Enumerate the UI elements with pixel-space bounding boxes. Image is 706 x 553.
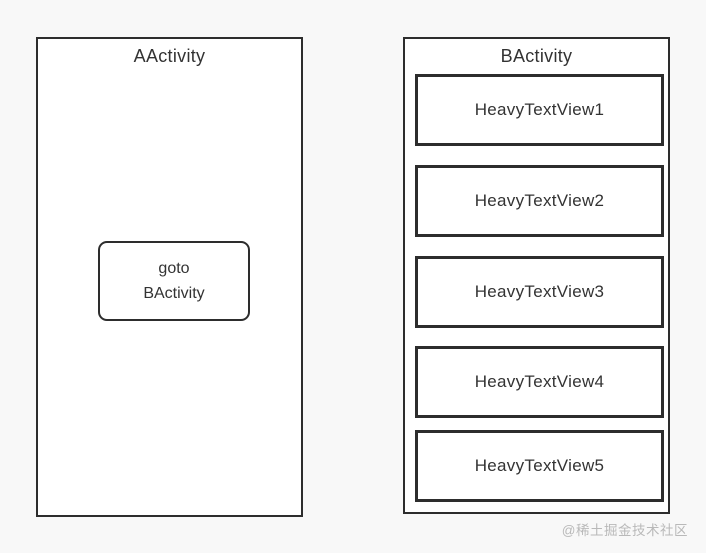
heavy-textview-5: HeavyTextView5 [415, 430, 664, 502]
goto-bactivity-button: goto BActivity [98, 241, 250, 321]
heavy-textview-4: HeavyTextView4 [415, 346, 664, 418]
heavy-textview-2: HeavyTextView2 [415, 165, 664, 237]
activity-b-title: BActivity [500, 46, 573, 66]
heavy-textview-1: HeavyTextView1 [415, 74, 664, 146]
activity-panel-b: BActivity HeavyTextView1 HeavyTextView2 … [403, 37, 670, 514]
watermark: @稀土掘金技术社区 [561, 523, 688, 538]
activity-a-title: AActivity [133, 46, 206, 66]
heavy-textview-3: HeavyTextView3 [415, 256, 664, 328]
activity-panel-a: AActivity goto BActivity [36, 37, 303, 517]
